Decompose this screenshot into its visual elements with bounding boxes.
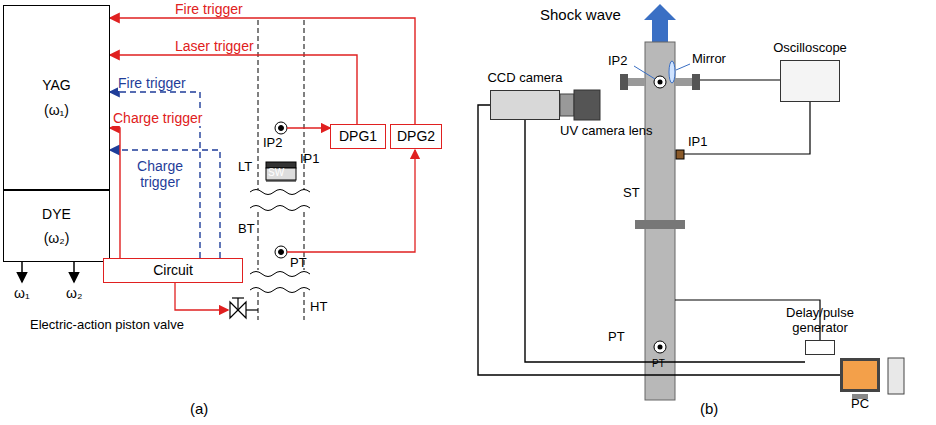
node-title: DYE: [42, 206, 71, 222]
part-label: Shock wave: [540, 6, 621, 23]
pc-monitor: PC: [840, 358, 880, 392]
part-label: Electric-action piston valve: [30, 318, 184, 333]
part-label: BT: [238, 222, 255, 237]
part-label: SW: [268, 167, 284, 179]
shock-tube: [250, 20, 310, 320]
leader-lines: [634, 64, 690, 79]
camera-body: CCD camera: [490, 90, 560, 120]
signal-line: [110, 150, 220, 258]
node-title: CCD camera: [487, 71, 562, 86]
part-label: ω₁: [14, 285, 30, 301]
part-label: IP2: [608, 54, 628, 69]
delay-generator-box: DPG1: [330, 124, 386, 149]
pulse-generator-box: Delay/pulse generator: [805, 340, 835, 355]
part-label: IP1: [300, 152, 320, 167]
part-label: UV camera lens: [560, 124, 652, 139]
output-arrows: [22, 262, 74, 282]
node-subtitle: (ω₂): [44, 230, 70, 246]
node-title: DPG2: [397, 128, 435, 144]
part-label: HT: [310, 300, 327, 315]
part-label: LT: [238, 160, 252, 175]
node-title: Oscilloscope: [773, 41, 847, 56]
part-label: IP1: [688, 135, 708, 150]
part-label: PT: [290, 256, 307, 271]
part-label: (a): [190, 400, 208, 417]
part-label: IP2: [263, 136, 283, 151]
piston-valve: [230, 298, 258, 318]
oscilloscope-icon: Oscilloscope: [780, 60, 840, 102]
signal-line: [478, 105, 840, 375]
lens: [560, 90, 600, 120]
node-subtitle: (ω₁): [44, 102, 69, 118]
trigger-label: Charge trigger: [128, 158, 192, 190]
part-label: ST: [623, 186, 640, 201]
trigger-label: Laser trigger: [175, 38, 254, 54]
shock-wave-arrow: [644, 4, 676, 42]
laser-box: YAG (ω₁): [3, 5, 110, 190]
part-label: PT: [652, 358, 665, 370]
part-label: (b): [700, 400, 718, 417]
part-label: ω₂: [66, 285, 82, 301]
node-title: Delay/pulse generator: [774, 306, 866, 336]
signal-line: [525, 120, 805, 362]
trigger-label: Fire trigger: [118, 75, 186, 91]
node-title: DPG1: [339, 128, 377, 144]
node-title: PC: [851, 397, 869, 412]
signal-line: [110, 18, 415, 124]
node-title: Circuit: [153, 262, 193, 278]
circuit-box: Circuit: [103, 258, 243, 283]
measurement-wires: [675, 80, 820, 340]
signal-line: [110, 128, 120, 258]
delay-generator-box: DPG2: [390, 124, 442, 149]
part-label: PT: [608, 330, 625, 345]
trigger-label: Fire trigger: [175, 1, 243, 17]
trigger-label: Charge trigger: [113, 110, 203, 126]
dye-box: DYE (ω₂): [3, 190, 110, 262]
shock-tube-b: [620, 42, 700, 400]
part-label: Mirror: [692, 52, 726, 67]
node-title: YAG: [42, 77, 71, 93]
